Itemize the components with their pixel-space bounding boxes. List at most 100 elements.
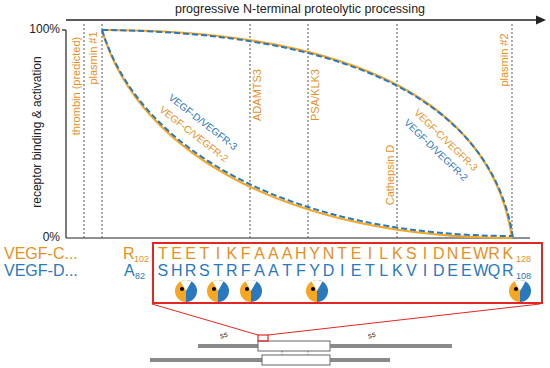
curve-upper-blue bbox=[102, 30, 513, 238]
residue: S bbox=[404, 246, 418, 262]
sequence-row: TEETIKFAAAHYNTEILKSIDNEWRK bbox=[156, 246, 515, 262]
residue-number: 108 bbox=[516, 272, 531, 282]
protein-name: VEGF-C... bbox=[4, 245, 78, 263]
residue: E bbox=[460, 246, 474, 262]
zoom-line bbox=[152, 304, 258, 335]
binding-icon bbox=[207, 280, 229, 302]
residue: W bbox=[473, 263, 487, 279]
residue: I bbox=[418, 246, 432, 262]
residue: S bbox=[197, 263, 211, 279]
cleavage-line bbox=[250, 24, 251, 238]
residue: A bbox=[266, 263, 280, 279]
residue: S bbox=[156, 263, 170, 279]
propeptide-bar bbox=[150, 358, 262, 362]
residue: A bbox=[266, 246, 280, 262]
residue-number: 102 bbox=[134, 255, 149, 265]
disulfide-line bbox=[308, 351, 309, 355]
propeptide-bar bbox=[198, 344, 258, 348]
residue: E bbox=[460, 263, 474, 279]
y-axis bbox=[65, 30, 66, 238]
propeptide-bar bbox=[330, 358, 390, 362]
binding-icon bbox=[240, 280, 262, 302]
sequence-box: TEETIKFAAAHYNTEILKSIDNEWRKSHRSTRFAATFYDI… bbox=[152, 242, 543, 304]
curve-upper-orange bbox=[102, 30, 512, 238]
zoom-line bbox=[268, 304, 540, 335]
residue: I bbox=[418, 263, 432, 279]
residue: A bbox=[253, 263, 267, 279]
residue-number: 128 bbox=[516, 255, 531, 265]
residue: F bbox=[294, 263, 308, 279]
cleavage-lines bbox=[84, 24, 512, 238]
zoom-marker bbox=[258, 335, 268, 341]
residue: K bbox=[501, 246, 515, 262]
residue: R bbox=[501, 263, 515, 279]
residue: I bbox=[211, 246, 225, 262]
disulfide-label: ss bbox=[219, 330, 230, 341]
cleavage-line bbox=[102, 24, 103, 238]
protease-label: plasmin #2 bbox=[498, 33, 510, 86]
residue-letter: A bbox=[124, 262, 135, 280]
residue: K bbox=[225, 246, 239, 262]
residue-letter: R bbox=[123, 245, 135, 263]
protease-label: plasmin #1 bbox=[87, 31, 99, 84]
residue: T bbox=[197, 246, 211, 262]
residue: R bbox=[184, 263, 198, 279]
protease-label: thrombin (predicted) bbox=[70, 37, 82, 135]
disulfide-label: ss bbox=[367, 330, 378, 341]
residue: D bbox=[432, 246, 446, 262]
residue: D bbox=[322, 263, 336, 279]
residue: H bbox=[294, 246, 308, 262]
residue: R bbox=[487, 246, 501, 262]
propeptide-bar bbox=[330, 344, 452, 348]
residue: I bbox=[363, 246, 377, 262]
binding-icon bbox=[175, 280, 197, 302]
residue: T bbox=[211, 263, 225, 279]
residue: T bbox=[280, 263, 294, 279]
residue: A bbox=[253, 246, 267, 262]
residue: T bbox=[335, 246, 349, 262]
residue: A bbox=[280, 246, 294, 262]
protease-label: Cathepsin D bbox=[384, 145, 396, 206]
residue: Q bbox=[487, 263, 501, 279]
vhd-box bbox=[262, 355, 330, 365]
y-tick bbox=[62, 29, 66, 30]
tick-label: 100% bbox=[29, 23, 60, 36]
curve-lower-orange bbox=[102, 30, 512, 238]
protease-label: ADAMTS3 bbox=[251, 69, 263, 121]
cleavage-line bbox=[84, 24, 85, 238]
protease-label: PSA/KLK3 bbox=[309, 69, 321, 121]
binding-icon bbox=[306, 280, 328, 302]
process-title: progressive N-terminal proteolytic proce… bbox=[175, 3, 425, 17]
residue: E bbox=[349, 246, 363, 262]
residue: D bbox=[432, 263, 446, 279]
residue: Y bbox=[308, 246, 322, 262]
tick-label: 0% bbox=[43, 231, 60, 244]
residue: N bbox=[322, 246, 336, 262]
cleavage-line bbox=[397, 24, 398, 238]
residue: T bbox=[156, 246, 170, 262]
protein-name: VEGF-D... bbox=[4, 262, 78, 280]
binding-icon bbox=[509, 280, 531, 302]
vhd-box bbox=[258, 341, 330, 351]
sequence-row: SHRSTRFAATFYDIETLKVIDEEWQR bbox=[156, 263, 515, 279]
residue: V bbox=[404, 263, 418, 279]
residue: Y bbox=[308, 263, 322, 279]
residue: T bbox=[363, 263, 377, 279]
residue: K bbox=[391, 246, 405, 262]
residue: F bbox=[239, 246, 253, 262]
residue: W bbox=[473, 246, 487, 262]
residue: F bbox=[239, 263, 253, 279]
residue: E bbox=[349, 263, 363, 279]
arrow-head bbox=[536, 16, 546, 25]
residue: N bbox=[446, 246, 460, 262]
x-axis bbox=[66, 237, 530, 238]
residue: L bbox=[377, 246, 391, 262]
cleavage-line bbox=[512, 24, 513, 238]
residue: H bbox=[170, 263, 184, 279]
axis-title: receptor binding & activation bbox=[31, 56, 44, 207]
residue: L bbox=[377, 263, 391, 279]
disulfide-line bbox=[282, 351, 283, 355]
process-arrow bbox=[66, 19, 536, 21]
